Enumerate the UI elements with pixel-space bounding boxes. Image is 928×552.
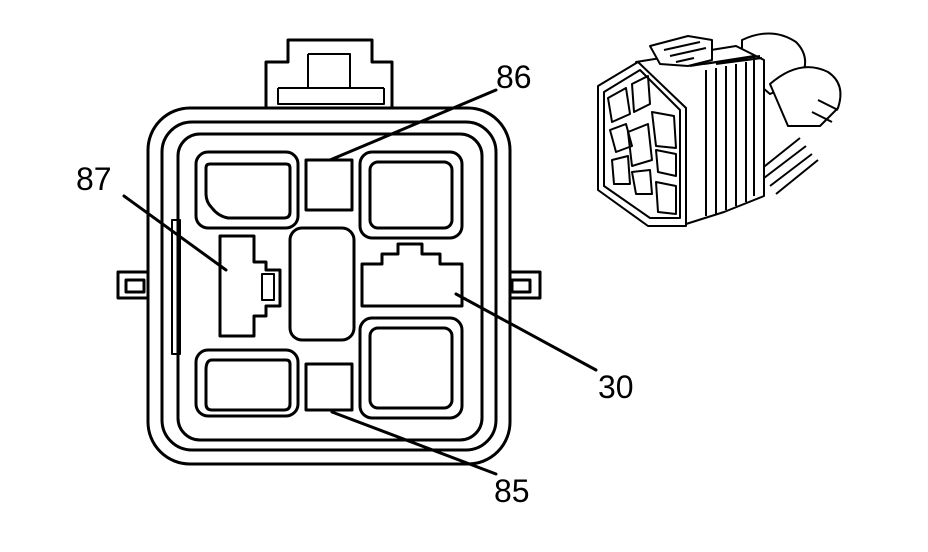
housing-cavity-wall (176, 132, 484, 442)
left-side-tab (116, 270, 152, 300)
label-85: 85 (494, 473, 530, 509)
connector-face-cavities (607, 75, 677, 215)
leader-line-30 (454, 292, 598, 372)
cavity-bottom-right (358, 316, 464, 420)
cavity-bottom-left (194, 348, 300, 418)
connector-isometric-view (597, 32, 842, 227)
connector-face-view (116, 38, 542, 466)
leader-line-86 (328, 88, 498, 162)
wire-boot-lower (769, 66, 842, 127)
wire-bundle (759, 137, 819, 195)
housing-outer (146, 106, 512, 466)
terminal-85 (304, 362, 354, 412)
label-87: 87 (76, 161, 112, 197)
keyway-slot (171, 219, 181, 355)
leader-line-85 (330, 410, 498, 476)
terminal-87 (218, 234, 282, 338)
housing-inner (160, 120, 498, 452)
terminal-30 (360, 242, 464, 308)
leader-line-87 (122, 194, 228, 272)
cavity-top-left (194, 150, 300, 230)
cavity-top-right (358, 150, 464, 240)
top-latch (264, 38, 394, 112)
label-30: 30 (598, 369, 634, 405)
cavity-center (288, 226, 356, 342)
label-86: 86 (496, 59, 532, 95)
